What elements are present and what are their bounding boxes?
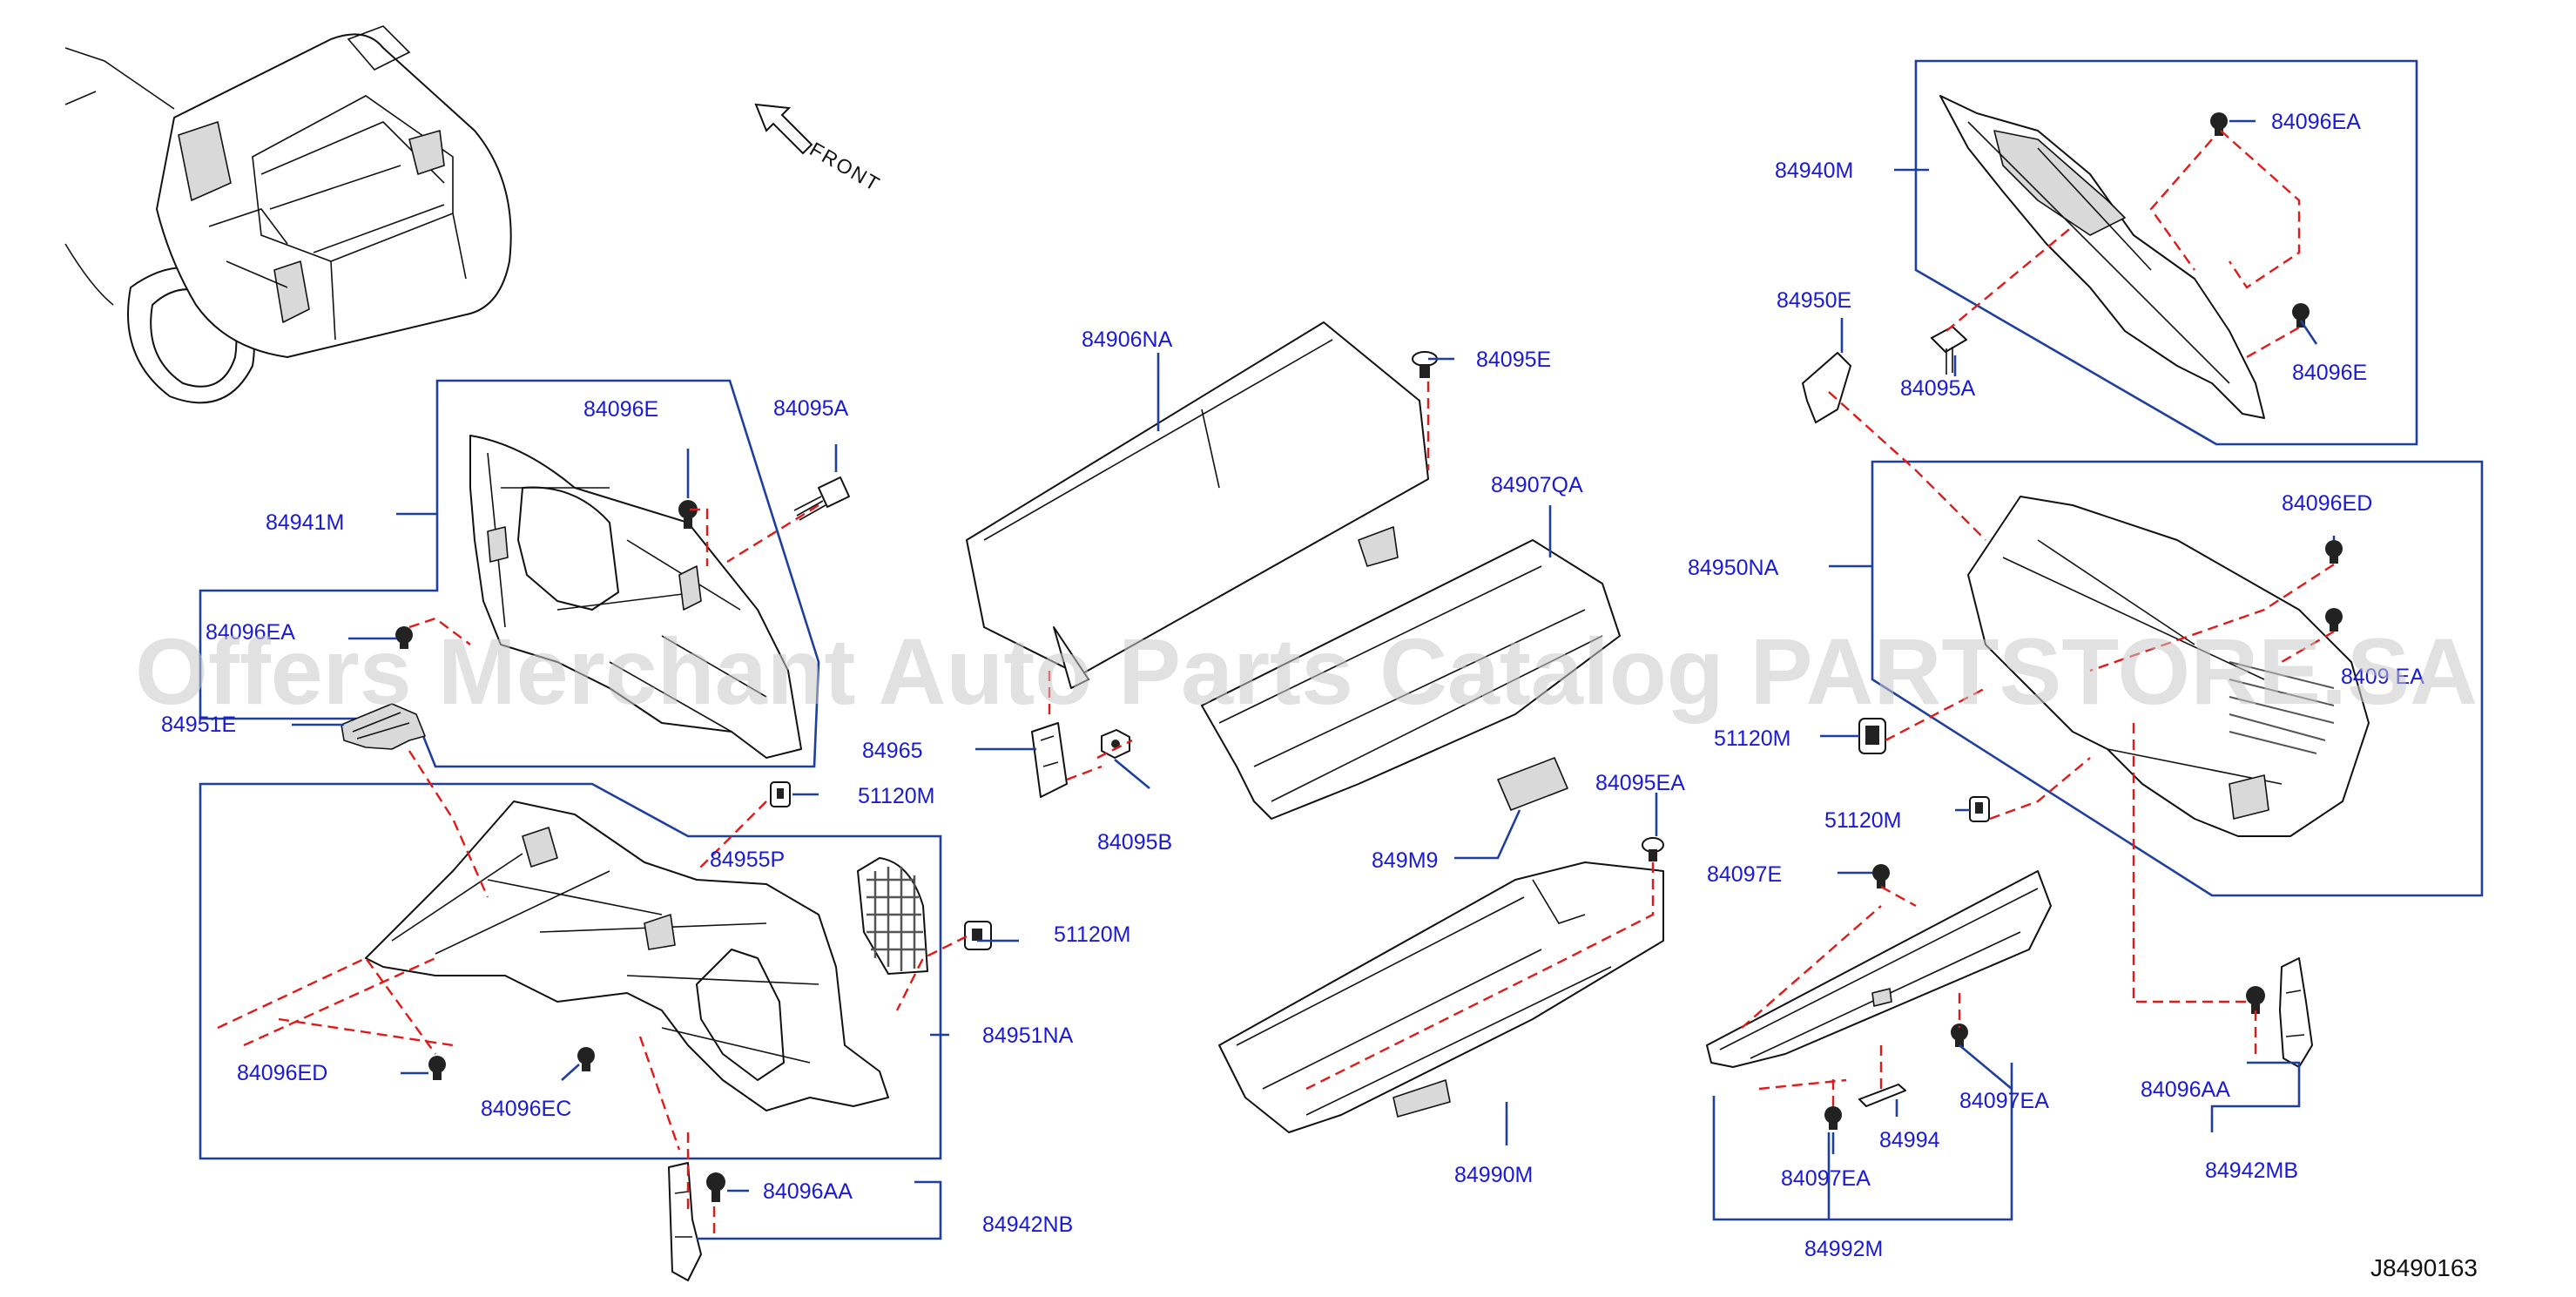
clip-84096ea-right-lower-icon [2325, 608, 2343, 632]
clip-84096aa-right-icon [2246, 986, 2265, 1014]
label-51120m-b: 51120M [1054, 922, 1131, 947]
label-84950na: 84950NA [1688, 556, 1779, 580]
part-84941m-illustration [469, 435, 802, 759]
label-51120m-a: 51120M [858, 784, 935, 808]
label-84097ea-b: 84097EA [1959, 1089, 2049, 1113]
label-84955p: 84955P [710, 848, 785, 872]
label-84096e-right: 84096E [2292, 361, 2367, 385]
label-84096ed-left: 84096ED [237, 1061, 327, 1085]
bracket-84941m [199, 379, 820, 768]
label-84940m: 84940M [1775, 159, 1853, 183]
assembly-guide-lines [217, 130, 2335, 1237]
label-84942mb: 84942MB [2205, 1159, 2298, 1183]
clip-84096ed-left-icon [428, 1056, 446, 1080]
clip-84096ec-icon [577, 1047, 595, 1071]
part-84992m-illustration [1706, 870, 2052, 1068]
nut-84095b-icon [1101, 729, 1130, 759]
clip-84096e-left-icon [678, 500, 698, 529]
clip-84096e-right-icon [2292, 303, 2310, 328]
part-84994-illustration [1858, 1084, 1906, 1107]
label-84095a-right: 84095A [1900, 376, 1976, 401]
label-84096aa-left: 84096AA [763, 1179, 853, 1204]
clip-84096aa-left-icon [706, 1172, 725, 1202]
label-51120m-c: 51120M [1714, 726, 1791, 751]
clip-84095ea-icon [1642, 837, 1664, 861]
leader-lines [292, 119, 2336, 1192]
label-84096ed-right: 84096ED [2282, 491, 2372, 516]
label-84096aa-right: 84096AA [2141, 1077, 2230, 1102]
clip-84095e-icon [1412, 351, 1438, 378]
label-84941m: 84941M [266, 510, 344, 535]
clip-51120m-a-icon [770, 781, 791, 807]
bracket-84951na [199, 782, 942, 1160]
label-84095a-left: 84095A [773, 396, 849, 421]
label-84096ec: 84096EC [481, 1097, 571, 1121]
label-84951e: 84951E [161, 713, 236, 737]
front-label: FRONT [806, 138, 885, 196]
clip-51120m-c-icon [1858, 718, 1886, 754]
clip-84096ed-right-icon [2325, 540, 2343, 564]
part-84951na-illustration [365, 800, 889, 1111]
label-51120m-d: 51120M [1824, 808, 1902, 833]
label-84097e: 84097E [1707, 862, 1782, 887]
part-labels: 84906NA 84095E 84095A 84096E 84941M 8409… [161, 110, 2424, 1261]
label-84942nb: 84942NB [982, 1213, 1073, 1237]
label-84096ea-left: 84096EA [206, 620, 295, 645]
part-84950na-illustration [1967, 496, 2370, 837]
part-84965-illustration [1031, 722, 1068, 798]
label-84907qa: 84907QA [1491, 473, 1583, 497]
bracket-84992m [1712, 1063, 2013, 1221]
label-84992m: 84992M [1804, 1237, 1883, 1261]
clip-84097ea-a-icon [1824, 1106, 1842, 1130]
clip-84097e-icon [1872, 864, 1890, 888]
clip-84096ea-right-icon [2210, 112, 2228, 136]
bracket-84940m [1914, 59, 2418, 446]
part-84950e-illustration [1802, 352, 1851, 423]
part-84907qa-illustration [1201, 539, 1621, 820]
bracket-84950na [1871, 460, 2484, 897]
part-849m9-illustration [1497, 757, 1568, 811]
label-84096ea-right: 84096EA [2271, 110, 2361, 134]
clip-84096ea-left-icon [395, 626, 413, 649]
bracket-84942mb [2210, 1061, 2301, 1132]
part-84955p-illustration [857, 857, 928, 975]
clip-51120m-d-icon [1969, 796, 1990, 822]
bolt-84095a-left-icon [793, 476, 850, 521]
label-849m9: 849M9 [1372, 848, 1438, 873]
part-84940m-illustration [1939, 95, 2265, 419]
part-84951e-illustration [341, 703, 426, 750]
label-84095ea: 84095EA [1595, 771, 1685, 795]
label-84994: 84994 [1879, 1128, 1940, 1152]
bracket-84942nb [697, 1180, 942, 1240]
label-84965: 84965 [862, 739, 923, 763]
bolt-84095a-right-icon [1931, 326, 1967, 375]
part-84942nb-illustration [668, 1162, 702, 1281]
label-84095e: 84095E [1476, 348, 1551, 372]
front-direction-indicator: FRONT [754, 103, 885, 196]
diagram-reference-code: J8490163 [2370, 1254, 2478, 1281]
label-84096ea-partial: 8409 EA [2341, 665, 2424, 689]
label-84951na: 84951NA [982, 1023, 1074, 1048]
clip-84097ea-b-icon [1951, 1023, 1968, 1047]
label-84950e: 84950E [1777, 288, 1851, 313]
clip-51120m-b-icon [964, 921, 992, 950]
label-84097ea-a: 84097EA [1781, 1166, 1871, 1191]
watermark-text: Offers Merchant Auto Parts Catalog PARTS… [135, 618, 2478, 724]
label-84096e-left: 84096E [583, 397, 658, 422]
label-84095b: 84095B [1097, 830, 1172, 855]
part-84906na-illustration [966, 321, 1429, 689]
label-84990m: 84990M [1454, 1163, 1533, 1187]
label-84906na: 84906NA [1082, 328, 1173, 352]
part-84990m-illustration [1218, 861, 1664, 1133]
part-84942mb-illustration [2279, 957, 2313, 1068]
vehicle-overview-illustration [64, 25, 512, 404]
